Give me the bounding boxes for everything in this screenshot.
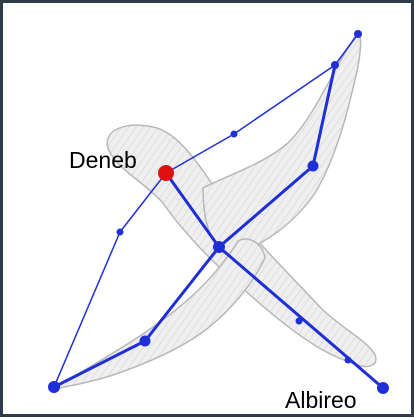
star-deneb — [158, 165, 174, 181]
line-deneb-sadr — [164, 171, 221, 249]
line-wingtip — [334, 33, 359, 66]
line-deneb-left — [119, 172, 167, 233]
swan-silhouette — [52, 29, 377, 390]
star-sadr — [213, 241, 225, 253]
star-left-outline — [116, 228, 124, 236]
stars — [48, 30, 389, 394]
star-neck-lower-2 — [344, 356, 352, 364]
star-albireo — [377, 382, 389, 394]
constellation-main-lines — [52, 63, 385, 390]
line-sadr-wing-left — [143, 245, 221, 343]
label-deneb: Deneb — [69, 147, 137, 173]
line-upper-outer — [233, 64, 336, 135]
line-left-down — [53, 231, 121, 388]
star-wing-left-outer — [48, 381, 60, 393]
constellation-thin-lines — [53, 33, 359, 388]
line-sadr-albireo — [217, 245, 385, 390]
star-neck-upper — [230, 130, 238, 138]
label-albireo: Albireo — [285, 387, 357, 413]
star-wing-right-outer — [331, 61, 339, 69]
star-wing-left — [139, 335, 151, 347]
cygnus-diagram: Deneb Albireo — [48, 29, 389, 413]
line-sadr-wing-right — [217, 164, 315, 249]
line-wing-right-outer — [311, 63, 337, 168]
star-wingtip — [354, 30, 362, 38]
star-neck-lower-1 — [295, 317, 303, 325]
line-wing-left-outer — [52, 339, 147, 389]
swan-lower-wing — [52, 238, 266, 390]
star-wing-right — [307, 160, 319, 172]
line-deneb-upper — [165, 133, 235, 174]
